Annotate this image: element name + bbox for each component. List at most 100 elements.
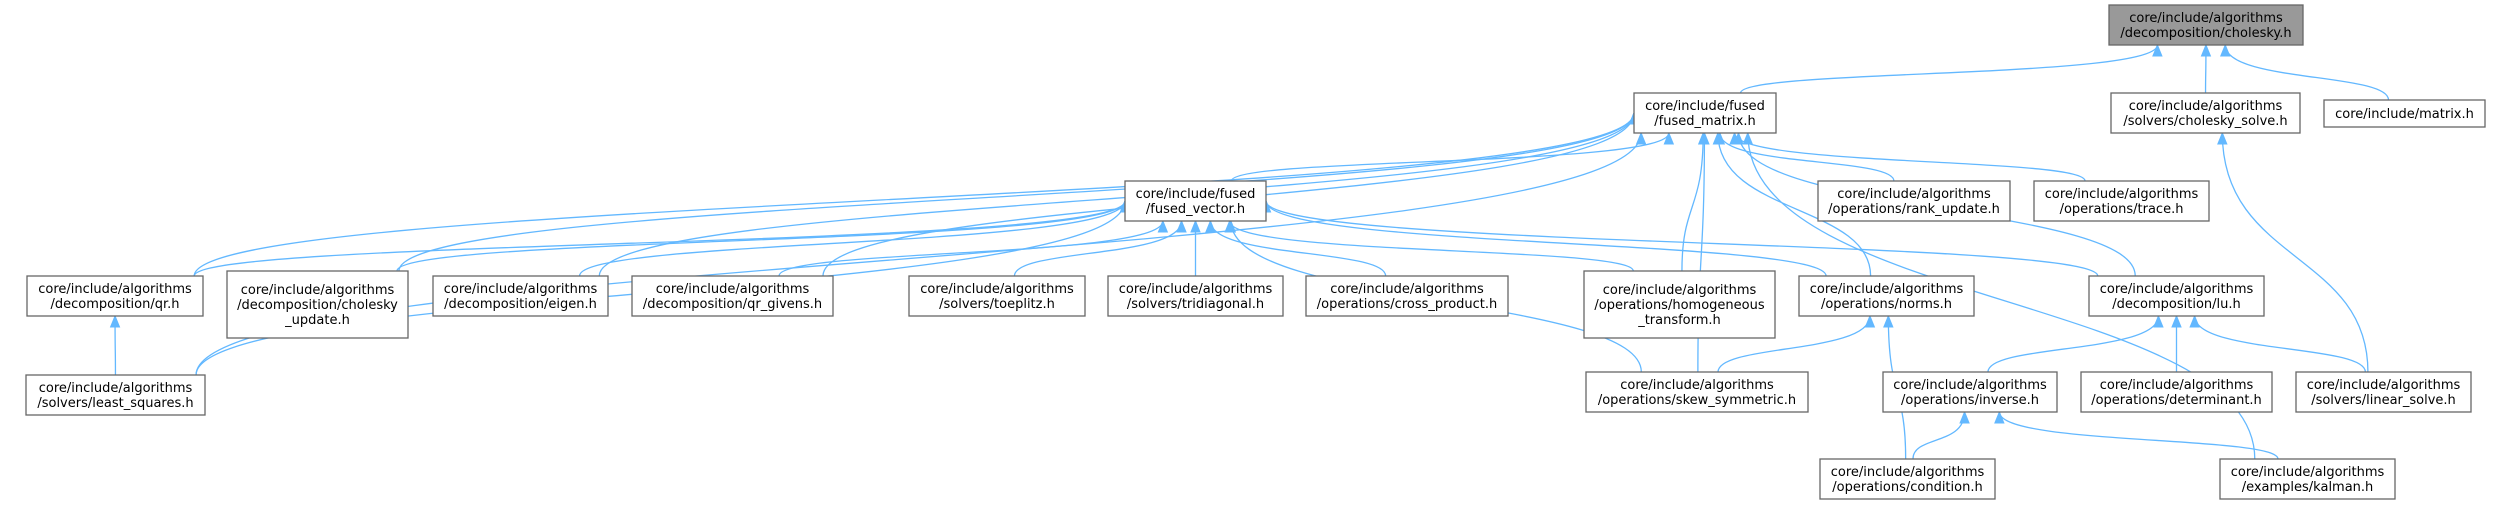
arrowhead-icon bbox=[2153, 314, 2164, 328]
node-box bbox=[1305, 275, 1509, 317]
node-box bbox=[226, 270, 409, 339]
node-fused-matrix[interactable]: core/include/fused/fused_matrix.h bbox=[1633, 92, 1777, 134]
arrowhead-icon bbox=[1864, 314, 1876, 328]
node-label-line: _update.h bbox=[284, 313, 350, 328]
edge-norms-to-fused-vector bbox=[1260, 199, 1827, 277]
node-fused-vector[interactable]: core/include/fused/fused_vector.h bbox=[1124, 180, 1267, 222]
node-box bbox=[2295, 371, 2472, 413]
arrowhead-icon bbox=[2171, 314, 2182, 328]
node-label-line: /solvers/least_squares.h bbox=[37, 396, 193, 411]
arrowhead-icon bbox=[2189, 314, 2200, 328]
edge-condition-to-inverse bbox=[1912, 410, 1970, 460]
edge-line bbox=[1717, 315, 1871, 373]
node-inverse[interactable]: core/include/algorithms/operations/inver… bbox=[1882, 371, 2058, 413]
node-label-line: /decomposition/eigen.h bbox=[444, 297, 597, 312]
node-qr-givens[interactable]: core/include/algorithms/decomposition/qr… bbox=[631, 275, 834, 317]
node-rank-update[interactable]: core/include/algorithms/operations/rank_… bbox=[1817, 180, 2011, 222]
arrowhead-icon bbox=[1994, 410, 2005, 424]
node-label-line: core/include/algorithms bbox=[2231, 465, 2385, 480]
node-skew-symmetric[interactable]: core/include/algorithms/operations/skew_… bbox=[1585, 371, 1809, 413]
edge-line bbox=[195, 132, 1642, 376]
arrowhead-icon bbox=[1883, 314, 1894, 328]
edge-line bbox=[193, 200, 1126, 277]
node-cross-product[interactable]: core/include/algorithms/operations/cross… bbox=[1305, 275, 1509, 317]
edge-kalman-to-inverse bbox=[1994, 410, 2279, 460]
node-linear-solve[interactable]: core/include/algorithms/solvers/linear_s… bbox=[2295, 371, 2472, 413]
node-label-line: /operations/cross_product.h bbox=[1317, 297, 1498, 312]
node-label-line: core/include/algorithms bbox=[1620, 378, 1774, 393]
node-label-line: /operations/condition.h bbox=[1832, 480, 1982, 495]
node-box bbox=[2108, 4, 2304, 46]
arrowhead-icon bbox=[1157, 219, 1169, 233]
edge-line bbox=[396, 200, 1126, 272]
edge-qr-givens-to-fused-vector bbox=[778, 219, 1169, 277]
node-label-line: core/include/fused bbox=[1645, 99, 1765, 114]
node-norms[interactable]: core/include/algorithms/operations/norms… bbox=[1798, 275, 1975, 317]
node-label-line: /solvers/cholesky_solve.h bbox=[2123, 114, 2287, 129]
node-label-line: core/include/algorithms bbox=[1810, 282, 1964, 297]
arrowhead-icon bbox=[2200, 43, 2212, 57]
node-kalman[interactable]: core/include/algorithms/examples/kalman.… bbox=[2219, 458, 2396, 500]
node-label-line: core/include/algorithms bbox=[1893, 378, 2047, 393]
edge-line bbox=[578, 200, 1126, 277]
edge-line bbox=[1739, 44, 2159, 94]
node-box bbox=[2323, 99, 2486, 128]
node-box bbox=[1583, 270, 1776, 339]
node-condition[interactable]: core/include/algorithms/operations/condi… bbox=[1819, 458, 1996, 500]
node-label-line: /fused_matrix.h bbox=[1654, 114, 1755, 129]
edge-line bbox=[1228, 220, 1634, 272]
node-label-line: core/include/algorithms bbox=[656, 282, 810, 297]
edge-determinant-to-lu bbox=[2171, 314, 2182, 372]
node-tridiagonal[interactable]: core/include/algorithms/solvers/tridiago… bbox=[1107, 275, 1284, 317]
node-determinant[interactable]: core/include/algorithms/operations/deter… bbox=[2080, 371, 2273, 413]
node-homogeneous[interactable]: core/include/algorithms/operations/homog… bbox=[1583, 270, 1776, 339]
node-least-squares[interactable]: core/include/algorithms/solvers/least_sq… bbox=[25, 374, 206, 416]
node-eigen[interactable]: core/include/algorithms/decomposition/ei… bbox=[432, 275, 609, 317]
arrowhead-icon bbox=[1712, 131, 1724, 145]
node-cholesky[interactable]: core/include/algorithms/decomposition/ch… bbox=[2108, 4, 2304, 46]
node-label-line: core/include/algorithms bbox=[2045, 187, 2199, 202]
arrowhead-icon bbox=[1635, 131, 1647, 145]
node-matrix[interactable]: core/include/matrix.h bbox=[2323, 99, 2486, 128]
node-label-line: _transform.h bbox=[1637, 313, 1721, 328]
node-box bbox=[908, 275, 1086, 317]
edge-linear-solve-to-lu bbox=[2189, 314, 2367, 373]
node-label-line: /operations/determinant.h bbox=[2091, 393, 2262, 408]
node-label-line: core/include/algorithms bbox=[444, 282, 598, 297]
node-label-line: /decomposition/lu.h bbox=[2112, 297, 2241, 312]
node-label-line: /solvers/toeplitz.h bbox=[939, 297, 1055, 312]
node-qr[interactable]: core/include/algorithms/decomposition/qr… bbox=[26, 275, 204, 317]
edge-line bbox=[1987, 315, 2160, 373]
node-label-line: core/include/algorithms bbox=[2100, 282, 2254, 297]
node-trace[interactable]: core/include/algorithms/operations/trace… bbox=[2033, 180, 2210, 222]
node-label-line: /operations/trace.h bbox=[2060, 202, 2184, 217]
node-box bbox=[1798, 275, 1975, 317]
node-label-line: /operations/norms.h bbox=[1821, 297, 1952, 312]
edge-line bbox=[1733, 132, 2086, 182]
arrowhead-icon bbox=[1176, 219, 1187, 233]
node-label-line: /solvers/tridiagonal.h bbox=[1127, 297, 1264, 312]
arrowhead-icon bbox=[1205, 219, 1216, 233]
edge-tridiagonal-to-fused-vector bbox=[1190, 219, 1201, 276]
node-cholesky-update[interactable]: core/include/algorithms/decomposition/ch… bbox=[226, 270, 409, 339]
node-label-line: /solvers/linear_solve.h bbox=[2311, 393, 2456, 408]
edge-line bbox=[1912, 411, 1966, 460]
node-toeplitz[interactable]: core/include/algorithms/solvers/toeplitz… bbox=[908, 275, 1086, 317]
node-cholesky-solve[interactable]: core/include/algorithms/solvers/cholesky… bbox=[2110, 92, 2301, 134]
node-label-line: /decomposition/cholesky bbox=[237, 298, 398, 313]
edge-line bbox=[2224, 44, 2390, 101]
node-box bbox=[2080, 371, 2273, 413]
edge-cholesky-solve-to-cholesky bbox=[2200, 43, 2212, 94]
node-label-line: core/include/algorithms bbox=[38, 282, 192, 297]
node-lu[interactable]: core/include/algorithms/decomposition/lu… bbox=[2088, 275, 2265, 317]
edge-line bbox=[398, 112, 1635, 272]
nodes-layer: core/include/algorithms/decomposition/ch… bbox=[25, 4, 2486, 500]
edge-skew-symmetric-to-norms bbox=[1717, 314, 1876, 373]
edge-least-squares-to-fused-matrix bbox=[195, 131, 1647, 376]
edge-line bbox=[1719, 132, 1895, 182]
node-label-line: core/include/algorithms bbox=[1603, 283, 1757, 298]
node-label-line: core/include/algorithms bbox=[1119, 282, 1273, 297]
node-box bbox=[1107, 275, 1284, 317]
edge-line bbox=[1681, 132, 1704, 272]
